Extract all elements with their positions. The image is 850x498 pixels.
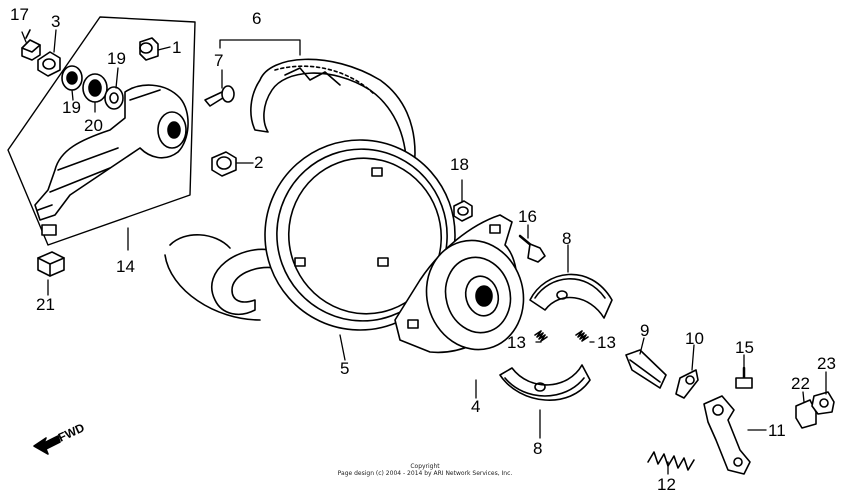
part-8-brake-shoe-upper <box>529 273 613 319</box>
copyright-line-1: Copyright <box>410 463 440 470</box>
callout-3: 3 <box>51 12 61 31</box>
part-7-valve-stem <box>204 85 235 107</box>
part-17-cap-nut <box>21 29 41 61</box>
callout-16: 16 <box>518 207 537 226</box>
callout-19: 19 <box>62 98 81 117</box>
callout-10: 10 <box>685 329 704 348</box>
callout-22: 22 <box>791 374 810 393</box>
callout-1: 1 <box>172 38 182 57</box>
callout-13: 13 <box>597 333 616 352</box>
part-16-bolt <box>518 234 546 263</box>
part-20-bearing <box>82 73 108 103</box>
callout-8: 8 <box>562 229 572 248</box>
copyright-line-2: Page design (c) 2004 - 2014 by ARI Netwo… <box>337 470 513 477</box>
part-15-bolt <box>735 366 753 389</box>
part-14-final-drive-arm <box>34 84 189 236</box>
hub-assembly-bracket-box <box>7 16 196 246</box>
part-19-seal-right <box>104 86 124 110</box>
callout-6: 6 <box>252 9 262 28</box>
callout-8: 8 <box>533 439 543 458</box>
part-10-wear-indicator <box>675 369 699 399</box>
callout-19: 19 <box>107 49 126 68</box>
part-21-block <box>37 251 65 277</box>
callout-21: 21 <box>36 295 55 314</box>
part-23-nut <box>811 391 835 415</box>
callout-5: 5 <box>340 359 350 378</box>
callout-17: 17 <box>10 5 29 24</box>
fwd-arrow-icon <box>33 435 61 455</box>
part-19-bearing-left <box>61 65 83 91</box>
part-5-rim <box>264 139 456 331</box>
part-4-brake-panel <box>394 214 525 354</box>
callout-9: 9 <box>640 321 650 340</box>
part-11-brake-arm <box>703 395 751 475</box>
part-2-collar <box>211 151 237 177</box>
callout-18: 18 <box>450 155 469 174</box>
callout-4: 4 <box>471 397 481 416</box>
part-18-nut <box>453 200 473 222</box>
part-13-spring-left <box>534 330 548 342</box>
callout-12: 12 <box>657 475 676 494</box>
part-8-brake-shoe-lower <box>499 364 591 401</box>
callout-23: 23 <box>817 354 836 373</box>
part-1-cap <box>139 37 159 61</box>
part-22-joint <box>795 399 817 429</box>
part-3-collar <box>37 51 61 77</box>
callout-7: 7 <box>214 51 224 70</box>
callout-15: 15 <box>735 338 754 357</box>
callout-11: 11 <box>768 421 786 440</box>
callout-13: 13 <box>507 333 526 352</box>
callout-20: 20 <box>84 116 103 135</box>
callout-2: 2 <box>254 153 264 172</box>
part-12-spring <box>647 451 695 471</box>
callout-14: 14 <box>116 257 135 276</box>
part-13-spring-right <box>575 330 589 342</box>
leader-lines <box>21 29 827 475</box>
part-9-brake-cam <box>625 349 667 389</box>
